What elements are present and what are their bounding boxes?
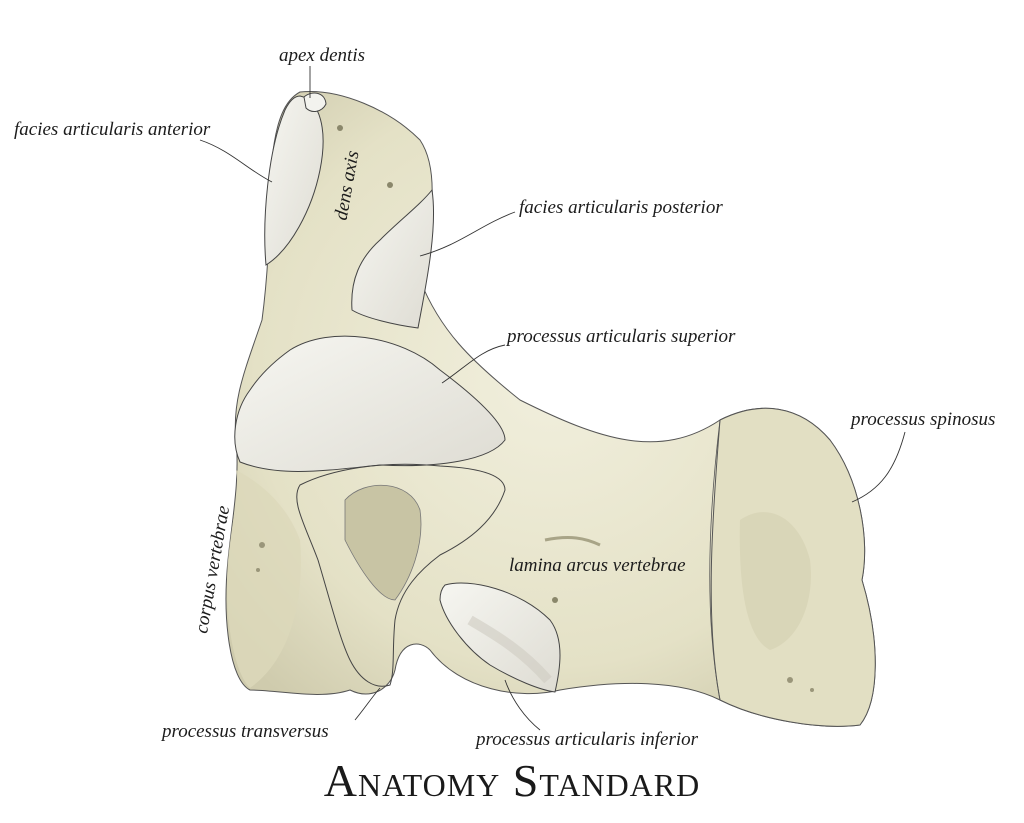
transverse-foramen	[344, 484, 422, 601]
leader-lines	[199, 66, 906, 731]
label-processus-articularis-inferior: processus articularis inferior	[476, 729, 699, 750]
transverse-process	[296, 463, 506, 687]
leader-proc-art-superior	[441, 344, 506, 384]
label-lamina-arcus-vertebrae: lamina arcus vertebrae	[509, 555, 686, 576]
label-processus-articularis-superior: processus articularis superior	[507, 326, 736, 347]
label-apex-dentis: apex dentis	[279, 45, 366, 66]
leader-facies-posterior	[419, 211, 516, 257]
posterior-facet	[351, 188, 435, 329]
label-processus-spinosus: processus spinosus	[851, 409, 996, 430]
label-processus-transversus: processus transversus	[162, 721, 329, 742]
brand-title: Anatomy Standard	[323, 755, 701, 806]
label-facies-articularis-anterior: facies articularis anterior	[14, 119, 211, 140]
leader-proc-transversus	[354, 687, 381, 721]
corpus-shading	[226, 470, 301, 688]
leader-facies-anterior	[199, 139, 273, 183]
apex-facet	[303, 92, 327, 112]
leader-proc-art-inferior	[504, 679, 541, 731]
anterior-facet	[264, 95, 324, 266]
leader-proc-spinosus	[851, 431, 906, 503]
label-facies-articularis-posterior: facies articularis posterior	[519, 197, 723, 218]
